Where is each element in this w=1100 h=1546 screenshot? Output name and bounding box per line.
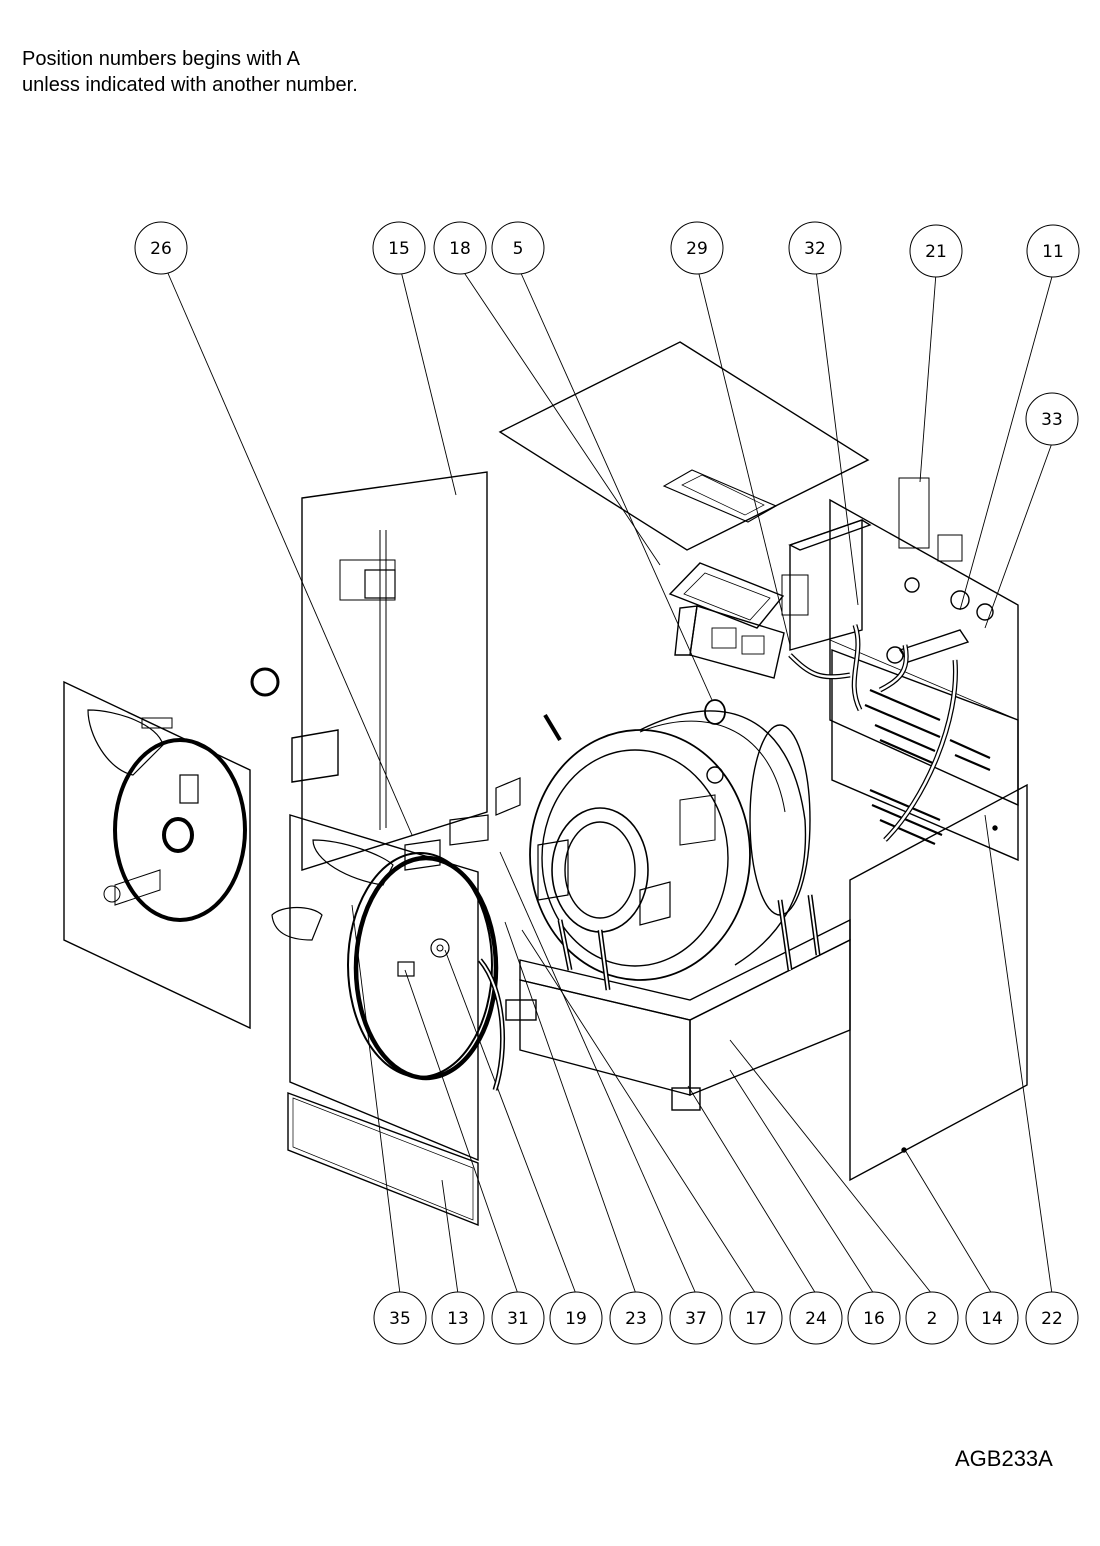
position-number-note: Position numbers begins with A unless in…: [22, 46, 358, 98]
top-panel: [498, 341, 870, 551]
door-gasket: [478, 958, 505, 1091]
lid-frame: [668, 562, 785, 629]
callout-2: 2: [905, 1291, 959, 1345]
electrical-box: [781, 519, 872, 651]
callout-label: 13: [447, 1309, 469, 1329]
kick-panel: [287, 1091, 479, 1227]
callout-5: 5: [491, 221, 545, 275]
callout-label: 15: [388, 239, 410, 259]
callout-label: 5: [513, 239, 524, 259]
callout-label: 22: [1041, 1309, 1063, 1329]
note-line-2: unless indicated with another number.: [22, 74, 358, 96]
callout-14: 14: [965, 1291, 1019, 1345]
drum: [529, 699, 811, 981]
hinge-bracket: [250, 667, 339, 783]
callout-19: 19: [549, 1291, 603, 1345]
hoses: [788, 624, 958, 842]
callout-21: 21: [909, 224, 963, 278]
callout-label: 2: [927, 1309, 938, 1329]
base-frame: [505, 894, 851, 1111]
callout-18: 18: [433, 221, 487, 275]
callout-label: 23: [625, 1309, 647, 1329]
lower-rear-panel: [831, 648, 1019, 862]
note-line-1: Position numbers begins with A: [22, 48, 300, 70]
detergent-box: [674, 605, 785, 679]
callout-26: 26: [134, 221, 188, 275]
callout-31: 31: [491, 1291, 545, 1345]
callout-35: 35: [373, 1291, 427, 1345]
callout-label: 29: [686, 239, 708, 259]
callouts-bottom: 35 13 31 19 23 37 17 24 16 2 14 22: [373, 1291, 1079, 1345]
callout-16: 16: [847, 1291, 901, 1345]
callout-33: 33: [1025, 392, 1079, 446]
callout-17: 17: [729, 1291, 783, 1345]
callout-15: 15: [372, 221, 426, 275]
left-door-panel: [63, 680, 251, 1030]
callout-label: 37: [685, 1309, 707, 1329]
callout-label: 18: [449, 239, 471, 259]
callout-13: 13: [431, 1291, 485, 1345]
callout-label: 11: [1042, 242, 1064, 262]
callout-label: 21: [925, 242, 947, 262]
callout-label: 26: [150, 239, 172, 259]
front-panel: [271, 814, 499, 1162]
callout-label: 33: [1041, 410, 1063, 430]
callout-37: 37: [669, 1291, 723, 1345]
callout-23: 23: [609, 1291, 663, 1345]
callout-label: 17: [745, 1309, 767, 1329]
control-boards: [404, 777, 521, 871]
callout-label: 31: [507, 1309, 529, 1329]
water-inlet-valves: [886, 577, 994, 664]
callout-label: 19: [565, 1309, 587, 1329]
callout-label: 14: [981, 1309, 1003, 1329]
callouts-top: 26 15 18 5 29 32 21 11 33: [134, 221, 1080, 446]
callout-label: 24: [805, 1309, 827, 1329]
callout-32: 32: [788, 221, 842, 275]
left-side-panel: [301, 471, 488, 871]
callout-label: 16: [863, 1309, 885, 1329]
callout-22: 22: [1025, 1291, 1079, 1345]
callout-label: 35: [389, 1309, 411, 1329]
callout-label: 32: [804, 239, 826, 259]
callout-11: 11: [1026, 224, 1080, 278]
leader-lines: [166, 269, 1054, 1295]
right-side-panel: [849, 783, 1028, 1182]
callout-29: 29: [670, 221, 724, 275]
callout-24: 24: [789, 1291, 843, 1345]
drawing-id: AGB233A: [955, 1446, 1053, 1471]
